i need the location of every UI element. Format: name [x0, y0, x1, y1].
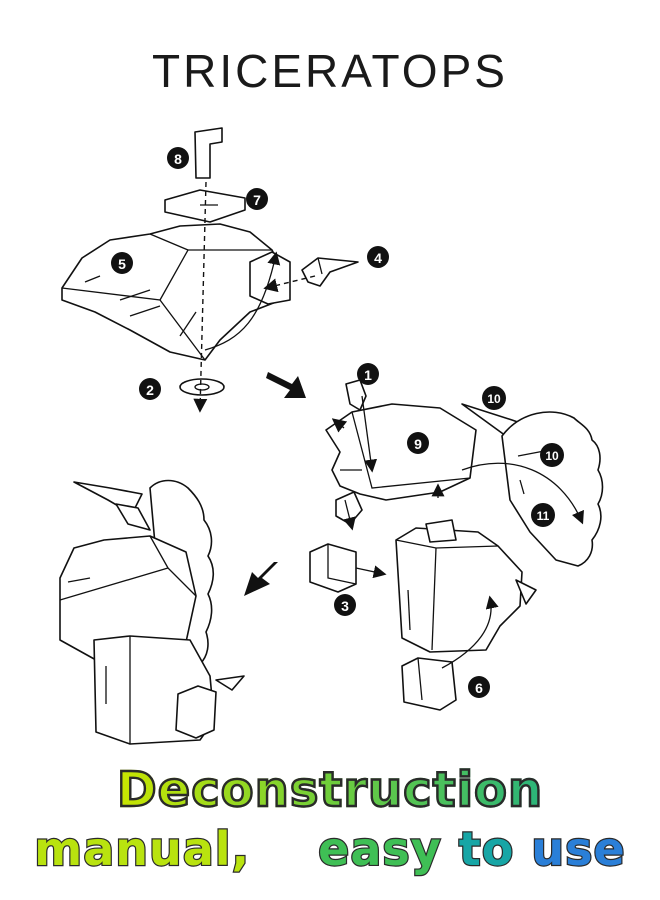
callout-2: 2 — [139, 378, 161, 400]
callout-5: 5 — [111, 252, 133, 274]
banner-deconstruction: Deconstruction — [116, 761, 544, 819]
callout-7: 7 — [246, 188, 268, 210]
step-arrow-2 — [244, 562, 278, 596]
svg-text:10: 10 — [545, 449, 559, 463]
frill-assembly — [325, 379, 604, 567]
banner-to: to — [458, 821, 515, 877]
banner-use: use — [530, 821, 626, 877]
body-assembly — [309, 519, 537, 711]
callout-10-b: 10 — [540, 443, 564, 467]
callout-8: 8 — [167, 147, 189, 169]
svg-text:7: 7 — [253, 192, 261, 208]
banner-line-2: manual, easy to use — [0, 821, 660, 877]
part-3-leg-block — [309, 543, 357, 593]
callout-9: 9 — [407, 432, 429, 454]
svg-text:8: 8 — [174, 151, 182, 167]
svg-text:2: 2 — [146, 382, 154, 398]
assembled-model — [59, 479, 245, 745]
part-7-plate — [164, 189, 246, 223]
svg-text:5: 5 — [118, 256, 126, 272]
svg-text:4: 4 — [374, 250, 382, 266]
svg-text:6: 6 — [475, 680, 483, 696]
svg-text:10: 10 — [487, 392, 501, 406]
callout-3: 3 — [334, 594, 356, 616]
callout-4: 4 — [367, 246, 389, 268]
assembled-horn-mid — [115, 503, 151, 531]
part-4-horn-clip — [301, 257, 359, 287]
part-2-washer — [179, 378, 225, 396]
banner-line-1: Deconstruction — [0, 761, 660, 819]
banner-easy: easy — [317, 821, 442, 877]
body-box — [395, 527, 523, 653]
callout-1: 1 — [357, 363, 379, 385]
part-11-frill-wave — [501, 411, 604, 567]
part-8-bracket — [194, 127, 223, 179]
callout-6: 6 — [468, 676, 490, 698]
svg-text:11: 11 — [537, 509, 550, 523]
page-title: TRICERATOPS — [152, 45, 508, 97]
svg-text:9: 9 — [414, 436, 422, 452]
part-6-leg-block — [401, 657, 457, 711]
callout-badges: 8 7 5 4 2 1 9 10 10 11 3 6 — [111, 147, 564, 698]
svg-text:1: 1 — [364, 367, 372, 383]
head-assembly-top — [61, 127, 359, 413]
svg-text:3: 3 — [341, 598, 349, 614]
banner-manual: manual, — [33, 821, 251, 877]
callout-11: 11 — [531, 503, 555, 527]
step-arrow-1 — [266, 372, 306, 398]
callout-10-a: 10 — [482, 386, 506, 410]
